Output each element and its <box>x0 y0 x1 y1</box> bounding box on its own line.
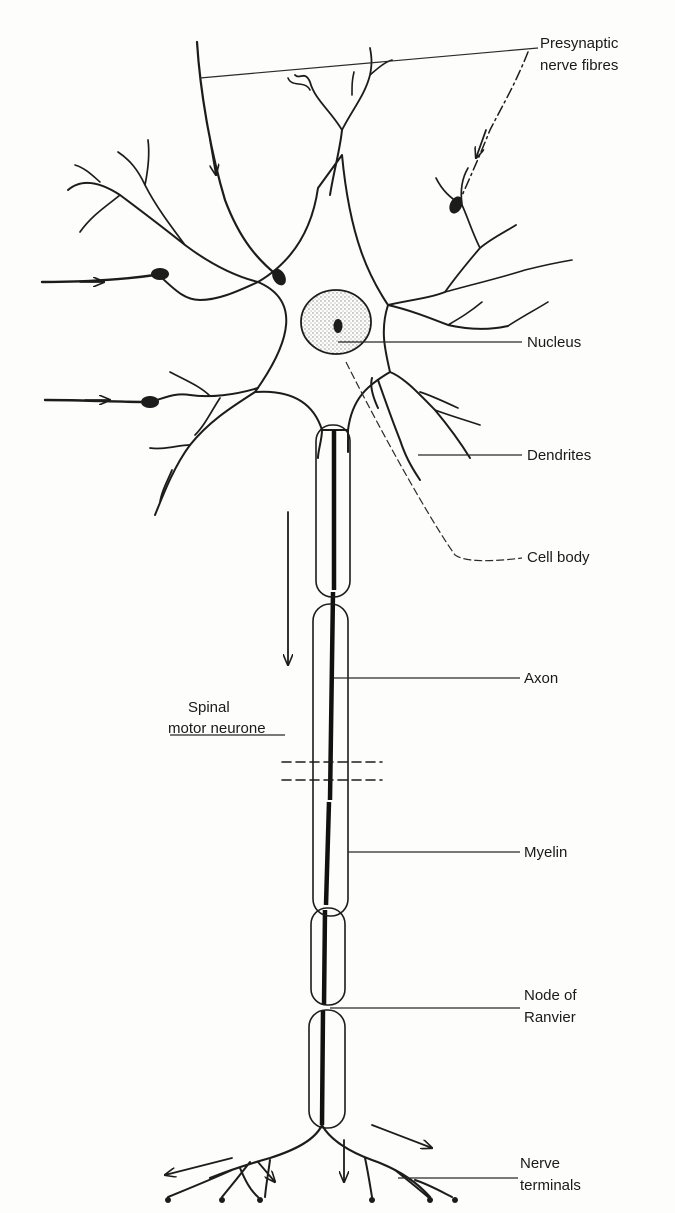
label-nucleus: Nucleus <box>527 334 581 351</box>
synaptic-bouton <box>151 268 169 280</box>
label-terminals-line1: Nerve <box>520 1155 560 1172</box>
label-terminals-line2: terminals <box>520 1177 581 1194</box>
leader-lines <box>170 342 522 1178</box>
label-presynaptic-line2: nerve fibres <box>540 57 618 74</box>
label-spinal-line1: Spinal <box>188 699 230 716</box>
nerve-terminals <box>165 1125 458 1203</box>
label-node-line2: Ranvier <box>524 1009 576 1026</box>
label-node-line1: Node of <box>524 987 577 1004</box>
labels: Presynaptic nerve fibres Nucleus Dendrit… <box>168 35 619 1194</box>
nucleus <box>301 290 371 354</box>
synaptic-bouton <box>269 266 288 288</box>
dendrite-top <box>288 48 392 195</box>
label-cell-body: Cell body <box>527 549 590 566</box>
label-presynaptic-line1: Presynaptic <box>540 35 619 52</box>
label-spinal-line2: motor neurone <box>168 720 266 737</box>
label-myelin: Myelin <box>524 844 567 861</box>
dendrite-left <box>148 278 258 515</box>
label-axon: Axon <box>524 670 558 687</box>
synaptic-bouton <box>141 396 159 408</box>
dendrite-right <box>371 168 572 480</box>
label-dendrites: Dendrites <box>527 447 591 464</box>
presynaptic-fibres <box>42 42 538 408</box>
